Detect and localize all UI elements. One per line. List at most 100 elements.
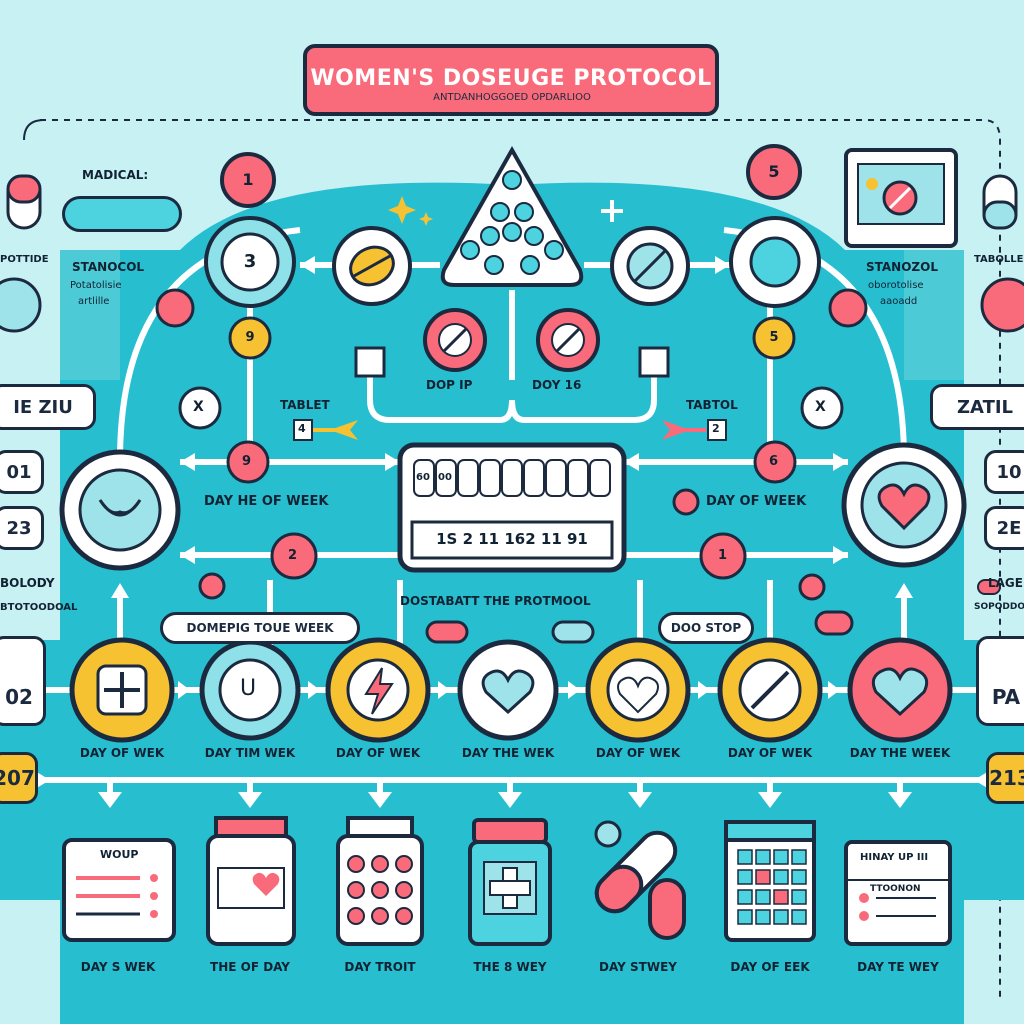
tiny-red-dot-right xyxy=(798,573,826,601)
dose-box-right xyxy=(638,346,670,378)
calendar-top-a: 60 xyxy=(416,472,430,483)
heart-outline-icon xyxy=(606,658,670,722)
day-week-right-label: DAY OF WEEK xyxy=(706,494,807,509)
document-card-icon xyxy=(844,840,952,946)
arrow-box-left xyxy=(293,419,313,441)
x-marker-left xyxy=(178,386,222,430)
slash-pill-icon xyxy=(738,658,802,722)
red-mid-right-text: 1 xyxy=(718,548,728,563)
tiny-red-dot xyxy=(672,488,700,516)
far-left-capsule-icon xyxy=(6,174,42,230)
far-right-tiny-capsule xyxy=(977,579,1001,595)
capsule-pill-icon xyxy=(594,820,686,940)
arrow-left-number: 4 xyxy=(298,422,306,435)
right-drug-sub1: oborotolise xyxy=(868,280,924,291)
medicine-jar-icon xyxy=(206,816,296,946)
dose-pill-left-score xyxy=(442,327,468,353)
yellow-dot-right xyxy=(752,316,796,360)
far-left-number-circle xyxy=(0,277,42,333)
heart-icon xyxy=(877,483,931,531)
x-marker-right xyxy=(800,386,844,430)
arrow-box-right xyxy=(707,419,727,441)
right-bottom-box: PA xyxy=(976,636,1024,726)
far-right-capsule-icon xyxy=(982,174,1018,230)
pyramid-pills xyxy=(460,170,564,275)
day-label-4: DAY THE WEK xyxy=(461,746,555,760)
left-panel xyxy=(60,250,120,380)
page-subtitle: ANTDANHOGGOED OPDARLIOO xyxy=(433,92,591,103)
dose-right-label: DOY 16 xyxy=(532,378,582,392)
heart-teal-icon xyxy=(481,669,535,715)
day-label-2: DAY TIM WEK xyxy=(204,746,296,760)
coral-dot-left xyxy=(155,288,195,328)
coral-dot-right xyxy=(828,288,868,328)
section-label: DOSTABATT THE PROTMOOL xyxy=(400,594,591,608)
right-num-box-a: 10 xyxy=(984,450,1024,494)
u-symbol-text: U xyxy=(240,676,257,701)
yellow-dot-left xyxy=(228,316,272,360)
lightning-icon xyxy=(346,658,410,722)
down-arrow-stems xyxy=(107,780,903,795)
arrow-right-number: 2 xyxy=(712,422,720,435)
checklist-card-icon xyxy=(62,838,176,942)
day-label-3: DAY OF WEK xyxy=(335,746,421,760)
top-number-circle-left xyxy=(220,152,276,208)
left-side-label-b: BTOTOODOAL xyxy=(0,602,78,613)
medical-bar xyxy=(62,196,182,232)
bottom-label-2: THE OF DAY xyxy=(210,960,290,974)
red-marker-right-text: 6 xyxy=(769,454,779,469)
top-left-circle-number: 1 xyxy=(242,170,254,189)
day-label-1: DAY OF WEK xyxy=(79,746,165,760)
red-marker-right xyxy=(753,440,797,484)
outer-frame-corner xyxy=(23,119,45,141)
left-drug-sub2: artlille xyxy=(78,296,110,307)
bottom-label-7: DAY TE WEY xyxy=(857,960,939,974)
yellow-dot-left-number: 9 xyxy=(245,330,255,345)
u-symbol-icon xyxy=(218,658,282,722)
x-marker-left-text: X xyxy=(193,399,204,415)
left-yellow-box: 207 xyxy=(0,752,38,804)
red-mid-left-text: 2 xyxy=(288,548,298,563)
right-num-box-b: 2E xyxy=(984,506,1024,550)
day-label-7: DAY THE WEEK xyxy=(849,746,951,760)
tablet-score-line xyxy=(353,254,391,278)
big-number-inner xyxy=(220,232,280,292)
calendar-grid-icon xyxy=(724,820,816,942)
monitor-icon xyxy=(844,148,958,248)
left-side-label-a: BOLODY xyxy=(0,576,55,590)
left-name-box: IE ZIU xyxy=(0,384,96,430)
plus-sparkle-icon xyxy=(601,200,623,222)
capsule-small-mid-left xyxy=(425,620,469,644)
arrowheads xyxy=(35,256,989,808)
calendar-bottom-text: 1S 2 11 162 11 91 xyxy=(436,530,588,548)
tiny-red-dot-left xyxy=(198,572,226,600)
far-right-label: TABOLLE xyxy=(974,254,1024,265)
cross-icon xyxy=(96,664,148,716)
x-marker-right-text: X xyxy=(815,399,826,415)
yellow-dot-right-number: 5 xyxy=(769,330,779,345)
right-panel xyxy=(904,250,964,380)
capsule-small-mid-right xyxy=(551,620,595,644)
outer-frame xyxy=(40,119,1001,1000)
left-num-box-a: 01 xyxy=(0,450,44,494)
medical-label: MADICAL: xyxy=(82,168,149,182)
page-title: WOMEN'S DOSEUGE PROTOCOL xyxy=(310,66,712,91)
heart-hands-inner xyxy=(78,468,162,552)
far-left-label: POTTIDE xyxy=(0,254,49,265)
pill-calendar-bottom-row xyxy=(410,520,614,560)
far-right-pill-circle xyxy=(980,277,1024,333)
tablet-left-label: TABLET xyxy=(280,398,330,412)
bottom-label-1: DAY S WEK xyxy=(80,960,156,974)
day-label-6: DAY OF WEK xyxy=(727,746,813,760)
left-num-box-b: 23 xyxy=(0,506,44,550)
right-side-label-a: LAGE xyxy=(988,576,1023,590)
tablet-right-label: TABTOL xyxy=(686,398,738,412)
top-right-circle-number: 5 xyxy=(768,162,780,181)
right-yellow-box: 213 xyxy=(986,752,1024,804)
red-mid-right xyxy=(699,532,747,580)
left-drug-sub1: Potatolisie xyxy=(70,280,122,291)
dose-left-label: DOP IP xyxy=(426,378,473,392)
right-name-box: ZATIL xyxy=(930,384,1024,430)
red-marker-left-text: 9 xyxy=(242,454,252,469)
